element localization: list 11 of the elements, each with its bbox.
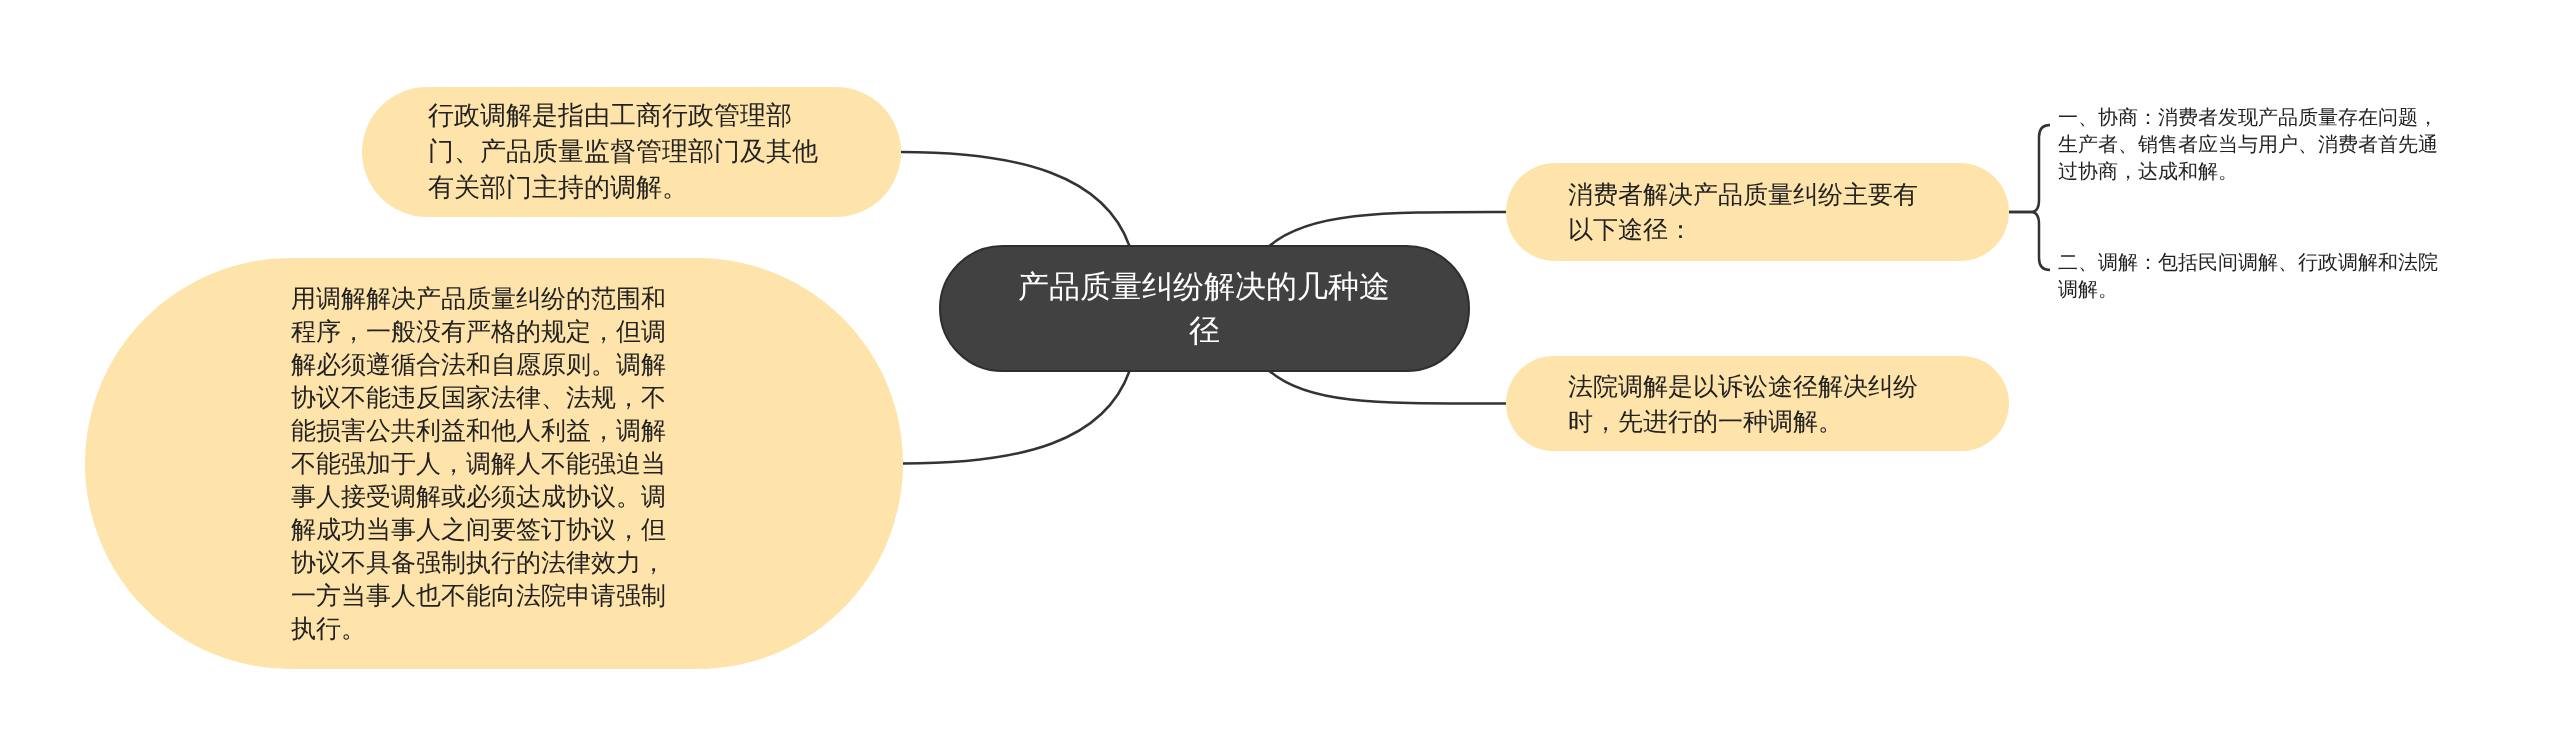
connector-line	[1268, 210, 1506, 247]
branch-text: 一、协商：消费者发现产品质量存在问题，生产者、销售者应当与用户、消费者首先通过协商，达成和解。	[2050, 105, 2454, 186]
topic-text: 行政调解是指由工商行政管理部门、产品质量监督管理部门及其他有关部门主持的调解。	[428, 99, 819, 204]
connector-line	[900, 150, 1131, 247]
connector-line	[1268, 370, 1506, 405]
topic-text: 法院调解是以诉讼途径解决纠纷时，先进行的一种调解。	[1568, 370, 1919, 438]
connector-line	[902, 370, 1131, 465]
topic-text: 用调解解决产品质量纠纷的范围和程序，一般没有严格的规定，但调解必须遵循合法和自愿原则。调解协议不能违反国家法律、法规，不能损害公共利益和他人利益，调解不能强加于人，调解人不能强迫当事人接受调解或必须达成协议。调解成功当事人之间要签订协议，但协议不具备强制执行的法律效力，一方当事人也不能向法院申请强制执行。	[291, 283, 667, 645]
topic-title: 产品质量纠纷解决的几种途径	[1017, 267, 1392, 350]
topic-text: 消费者解决产品质量纠纷主要有以下途径：	[1568, 179, 1919, 246]
branch-text: 二、调解：包括民间调解、行政调解和法院调解。	[2050, 250, 2454, 304]
